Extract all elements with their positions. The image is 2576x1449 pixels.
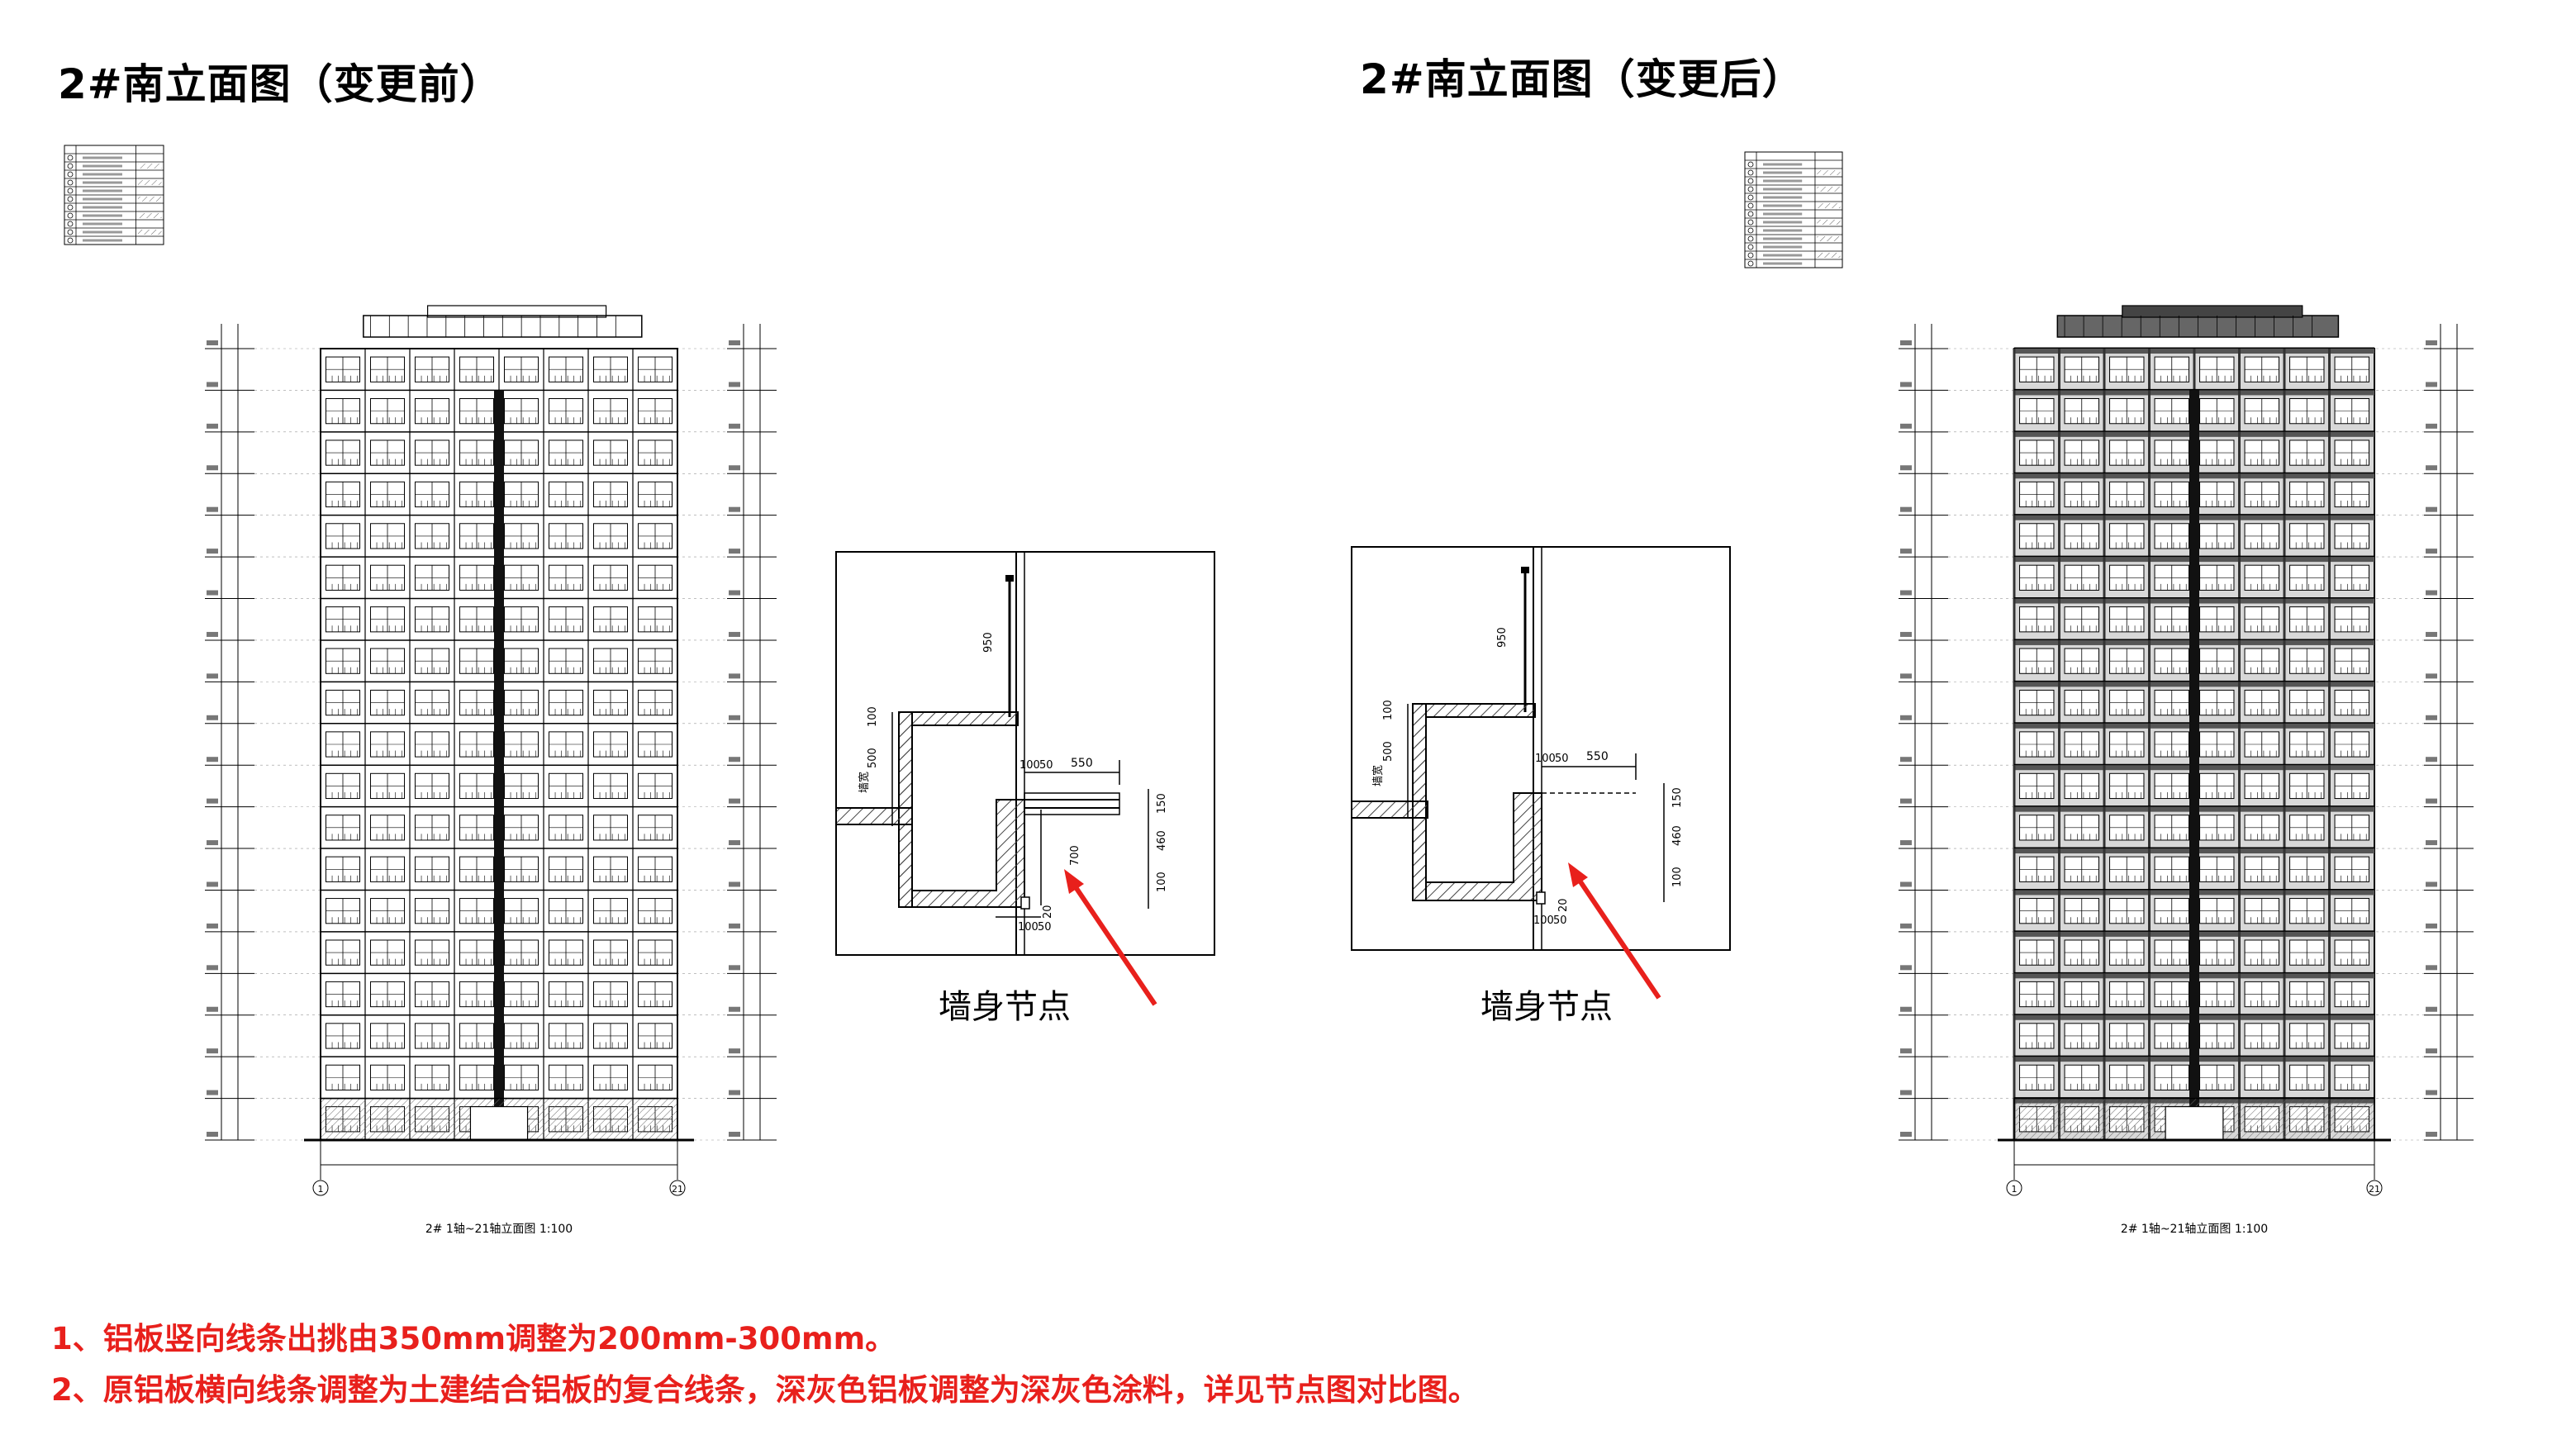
svg-text:550: 550 (1071, 757, 1093, 770)
svg-text:150: 150 (1156, 793, 1168, 814)
detail-caption-before: 墙身节点 (939, 988, 1071, 1026)
detail-caption-after: 墙身节点 (1480, 988, 1613, 1026)
svg-text:550: 550 (1586, 750, 1609, 763)
svg-text:50: 50 (1555, 753, 1569, 765)
elevation-caption: 2# 1轴~21轴立面图 1:100 (2121, 1223, 2268, 1236)
axis-label: 21 (672, 1184, 683, 1195)
axis-label: 21 (2369, 1184, 2380, 1195)
elevation-caption: 2# 1轴~21轴立面图 1:100 (425, 1223, 573, 1236)
note-1: 1、铝板竖向线条出挑由350mm调整为200mm-300mm。 (51, 1321, 896, 1356)
svg-text:460: 460 (1156, 830, 1168, 851)
svg-text:墙宽: 墙宽 (858, 772, 871, 793)
svg-text:100: 100 (1156, 872, 1168, 892)
svg-text:100: 100 (1535, 753, 1556, 765)
svg-text:墙宽: 墙宽 (1371, 765, 1385, 786)
wall-detail-after: 100 500 墙宽 950 100 50 550 150 460 100 10… (1351, 546, 1731, 1000)
axis-label: 1 (318, 1184, 324, 1195)
title-after: 2#南立面图（变更后） (1360, 55, 1804, 103)
svg-text:500: 500 (867, 748, 879, 768)
svg-text:50: 50 (1038, 921, 1052, 934)
note-2: 2、原铝板横向线条调整为土建结合铝板的复合线条，深灰色铝板调整为深灰色涂料，详见… (51, 1372, 1479, 1408)
svg-text:20: 20 (1042, 905, 1054, 919)
svg-text:100: 100 (1382, 700, 1395, 720)
svg-text:50: 50 (1553, 915, 1567, 927)
svg-text:100: 100 (867, 706, 879, 727)
material-legend-after (1744, 151, 1843, 268)
wall-detail-before: 100 500 墙宽 950 100 50 550 150 460 100 70… (835, 551, 1215, 1006)
svg-text:100: 100 (1019, 759, 1040, 772)
elevation-after: 1 21 2# 1轴~21轴立面图 1:100 (1899, 305, 2474, 1236)
svg-text:950: 950 (982, 632, 995, 653)
svg-text:950: 950 (1496, 627, 1509, 648)
svg-text:460: 460 (1671, 825, 1684, 846)
red-arrow-after (1574, 874, 1661, 1000)
red-arrow-before (1070, 881, 1157, 1006)
elevation-before: 1 21 2# 1轴~21轴立面图 1:100 (205, 305, 777, 1236)
svg-text:500: 500 (1382, 741, 1395, 762)
svg-text:100: 100 (1018, 921, 1038, 934)
svg-text:150: 150 (1671, 787, 1684, 808)
svg-text:50: 50 (1039, 759, 1053, 772)
svg-text:100: 100 (1533, 915, 1554, 927)
svg-text:700: 700 (1069, 845, 1081, 866)
title-before: 2#南立面图（变更前） (58, 60, 502, 108)
svg-text:100: 100 (1671, 867, 1684, 887)
svg-text:20: 20 (1557, 898, 1570, 912)
material-legend-before (64, 145, 164, 245)
axis-label: 1 (2012, 1184, 2018, 1195)
